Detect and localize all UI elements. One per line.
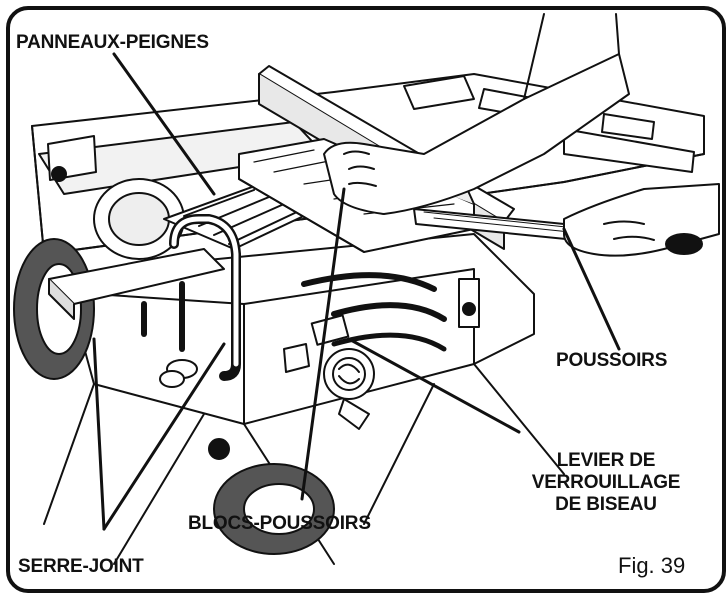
leader-poussoirs — [562, 227, 621, 351]
saw-stand — [43, 363, 565, 565]
illustration-frame: PANNEAUX-PEIGNES POUSSOIRS LEVIER DE VER… — [6, 6, 726, 593]
label-levier-line1: LEVIER DE — [556, 450, 656, 471]
label-serre-joint: SERRE-JOINT — [18, 556, 144, 577]
label-panneaux-peignes: PANNEAUX-PEIGNES — [16, 32, 209, 53]
leader-blocs-poussoirs-a — [300, 187, 346, 501]
arm-top — [523, 13, 620, 100]
hand-left — [323, 53, 630, 215]
label-poussoirs: POUSSOIRS — [556, 350, 668, 371]
leader-serre-joint-b — [102, 342, 226, 531]
leader-serre-joint-a — [92, 337, 106, 531]
table-saw-illustration — [13, 13, 720, 565]
bevel-adjust-wheel — [283, 314, 375, 430]
label-levier-de-verrouillage-de-biseau: LEVIER DE VERROUILLAGE DE BISEAU — [508, 450, 704, 516]
figure-number: Fig. 39 — [618, 553, 686, 578]
label-levier-line3: DE BISEAU — [555, 494, 657, 515]
leader-levier — [347, 337, 521, 434]
label-blocs-poussoirs: BLOCS-POUSSOIRS — [188, 513, 371, 534]
leader-lines — [92, 52, 621, 531]
c-clamp — [141, 214, 241, 388]
label-levier-line2: VERROUILLAGE — [531, 472, 681, 493]
hand-right — [563, 183, 720, 257]
leader-panneaux-peignes — [112, 52, 216, 196]
